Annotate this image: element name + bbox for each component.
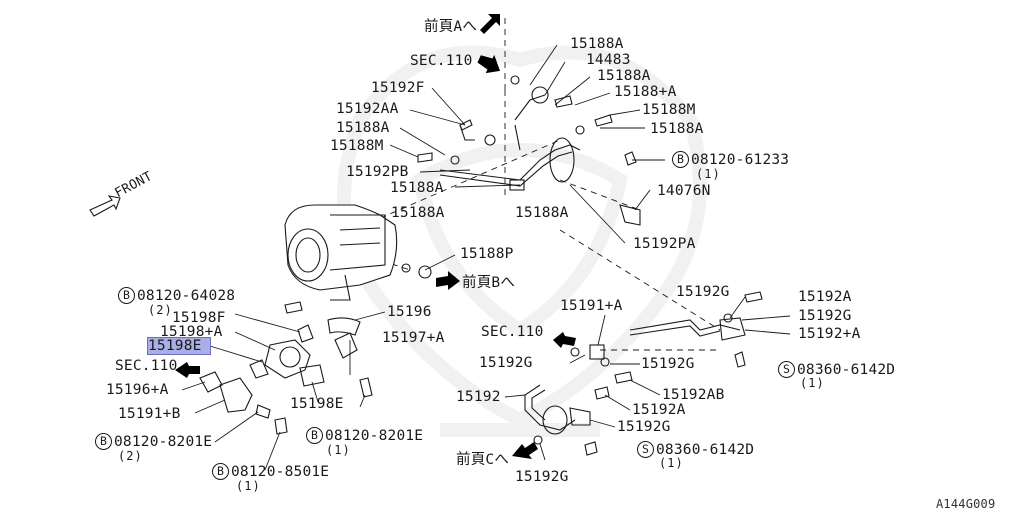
label-08360-6142d-1: 08360-6142D	[797, 362, 896, 378]
label-15198f: 15198F	[172, 310, 226, 326]
label-15192g-6: 15192G	[515, 469, 569, 485]
label-15192pa-2: 15192+A	[798, 326, 861, 342]
front-arrow	[89, 195, 121, 217]
figure-code: A144G009	[936, 497, 996, 511]
label-15191pa: 15191+A	[560, 298, 623, 314]
label-08120-8501e: 08120-8501E	[231, 464, 330, 480]
label-15188m-1: 15188M	[642, 102, 696, 118]
label-prev-page-a: 前頁Aへ	[424, 19, 478, 35]
label-15192g-3: 15192G	[479, 355, 533, 371]
screw-symbol: S	[778, 361, 795, 378]
qty-08120-8501e: (1)	[236, 479, 261, 493]
bolt-symbol: B	[306, 427, 323, 444]
label-15197pa: 15197+A	[382, 330, 445, 346]
label-14483: 14483	[586, 52, 631, 68]
label-14076n: 14076N	[657, 183, 711, 199]
label-15188a-4: 15188A	[336, 120, 390, 136]
label-sec110-mid: SEC.110	[481, 324, 544, 340]
label-15196pa: 15196+A	[106, 382, 169, 398]
upper-pipe	[439, 86, 641, 226]
label-15192pb: 15192PB	[346, 164, 409, 180]
turbocharger	[284, 204, 398, 301]
label-08360-6142d-2: 08360-6142D	[656, 442, 755, 458]
label-prev-page-b: 前頁Bへ	[462, 275, 516, 291]
label-08120-64028: 08120-64028	[137, 288, 236, 304]
label-15192ab: 15192AB	[662, 387, 725, 403]
qty-08120-64028: (2)	[148, 303, 173, 317]
label-15188a-1: 15188A	[570, 36, 624, 52]
label-15198e-2: 15198E	[290, 396, 344, 412]
left-parts	[199, 317, 361, 413]
label-08120-8201e-1: 08120-8201E	[114, 434, 213, 450]
label-sec110-left: SEC.110	[115, 358, 178, 374]
label-15188a-2: 15188A	[597, 68, 651, 84]
qty-08120-8201e-2: (1)	[326, 443, 351, 457]
label-15191pb: 15191+B	[118, 406, 181, 422]
label-15192pa: 15192PA	[633, 236, 696, 252]
qty-08120-8201e-1: (2)	[118, 449, 143, 463]
label-15188a-5: 15188A	[390, 180, 444, 196]
label-15188a-7: 15188A	[515, 205, 569, 221]
leader-lines	[181, 44, 791, 471]
label-prev-page-c: 前頁Cへ	[456, 452, 510, 468]
qty-08360-6142d-2: (1)	[659, 456, 684, 470]
label-sec110-top: SEC.110	[410, 53, 473, 69]
direction-arrows	[175, 14, 576, 459]
label-15192f: 15192F	[371, 80, 425, 96]
qty-08360-6142d-1: (1)	[800, 376, 825, 390]
bolt-symbol: B	[672, 151, 689, 168]
label-15192a-2: 15192A	[632, 402, 686, 418]
label-08120-61233: 08120-61233	[691, 152, 790, 168]
label-15188p: 15188P	[460, 246, 514, 262]
label-15198e-highlighted[interactable]: 15198E	[147, 337, 211, 355]
label-15192: 15192	[456, 389, 501, 405]
label-15192g-1: 15192G	[676, 284, 730, 300]
screw-symbol: S	[637, 441, 654, 458]
bolt-symbol: B	[95, 433, 112, 450]
label-08120-8201e-2: 08120-8201E	[325, 428, 424, 444]
lower-pipe	[524, 317, 746, 435]
label-15188a-3: 15188A	[650, 121, 704, 137]
guide-lines	[329, 18, 721, 351]
label-15192g-4: 15192G	[641, 356, 695, 372]
bolt-symbol: B	[118, 287, 135, 304]
watermark-logo	[337, 45, 707, 437]
label-15192g-2: 15192G	[798, 308, 852, 324]
label-15188pa: 15188+A	[614, 84, 677, 100]
label-15192aa: 15192AA	[336, 101, 399, 117]
label-15192a-1: 15192A	[798, 289, 852, 305]
label-15188m-2: 15188M	[330, 138, 384, 154]
label-15188a-6: 15188A	[391, 205, 445, 221]
label-15198pa: 15198+A	[160, 324, 223, 340]
qty-08120-61233: (1)	[696, 167, 721, 181]
label-15192g-5: 15192G	[617, 419, 671, 435]
label-15196: 15196	[387, 304, 432, 320]
bolts	[255, 75, 763, 456]
bolt-symbol: B	[212, 463, 229, 480]
